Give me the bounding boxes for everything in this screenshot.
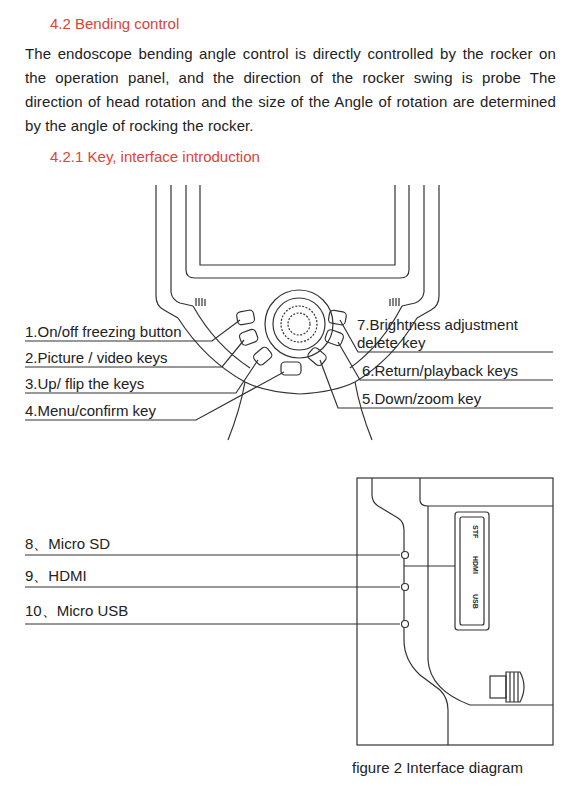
port-label: 10、Micro USB [25, 602, 128, 620]
body-paragraph: The endoscope bending angle control is d… [25, 42, 556, 138]
slot-marking: USB [471, 594, 479, 609]
callout-label: 5.Down/zoom key [362, 390, 481, 408]
figure-caption: figure 2 Interface diagram [352, 759, 523, 777]
callout-label: 1.On/off freezing button [25, 323, 182, 341]
callout-label: 4.Menu/confirm key [25, 402, 156, 420]
subsection-heading: 4.2.1 Key, interface introduction [50, 148, 260, 166]
section-heading: 4.2 Bending control [50, 15, 179, 33]
callout-label: 6.Return/playback keys [362, 362, 518, 380]
callout-label: 7.Brightness adjustment delete key [357, 316, 562, 352]
port-label: 9、HDMI [25, 567, 87, 585]
slot-marking: STF [471, 525, 479, 538]
callout-label: 3.Up/ flip the keys [25, 375, 144, 393]
port-label: 8、Micro SD [25, 535, 110, 553]
slot-marking: HDMI [471, 556, 479, 574]
callout-label: 2.Picture / video keys [25, 349, 168, 367]
